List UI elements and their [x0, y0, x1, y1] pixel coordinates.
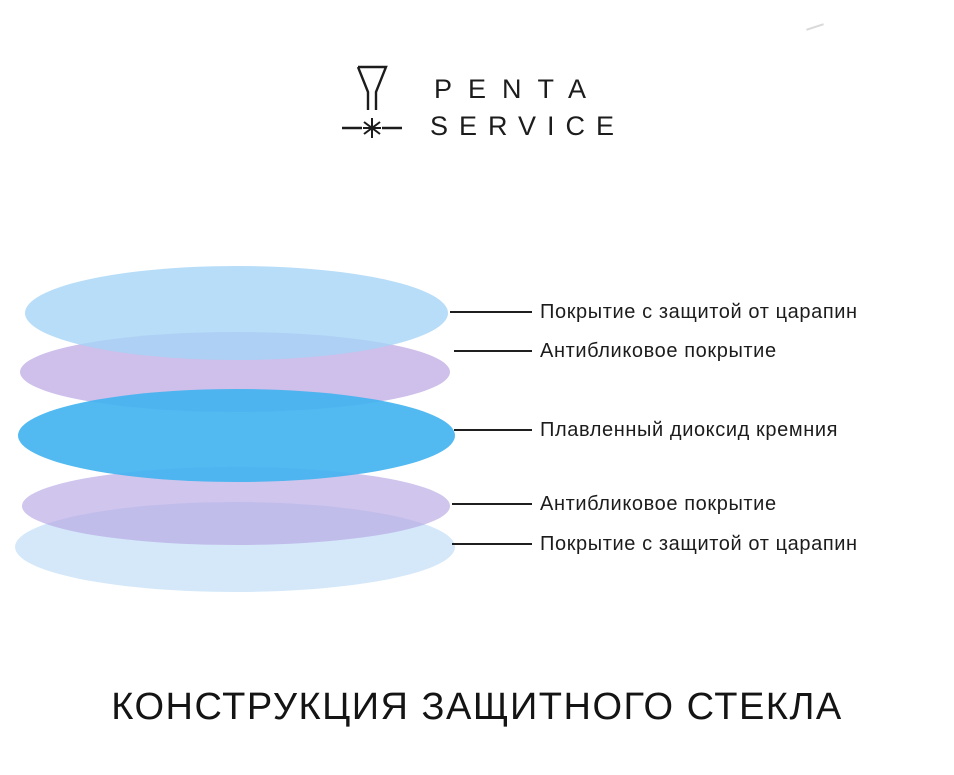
- stray-mark: [806, 23, 824, 31]
- layer-ellipse-fused-silica: [18, 389, 455, 482]
- layer-label-antiglare-bottom: Антибликовое покрытие: [540, 493, 777, 515]
- logo-name-line1: PENTA: [434, 73, 603, 104]
- laser-engraver-icon: [340, 62, 404, 153]
- callout-line-5: [452, 543, 532, 545]
- callout-line-4: [452, 503, 532, 505]
- logo: PENTA SERVICE: [340, 62, 625, 153]
- layer-label-scratch-coating-bottom: Покрытие с защитой от царапин: [540, 533, 858, 555]
- logo-name-line2: SERVICE: [430, 110, 626, 141]
- callout-line-3: [454, 429, 532, 431]
- callout-line-1: [450, 311, 532, 313]
- layer-label-scratch-coating-top: Покрытие с защитой от царапин: [540, 301, 858, 323]
- layer-label-antiglare-top: Антибликовое покрытие: [540, 340, 777, 362]
- layer-label-fused-silica: Плавленный диоксид кремния: [540, 419, 839, 441]
- callout-line-2: [454, 350, 532, 352]
- layer-ellipse-scratch-coating-top: [25, 266, 448, 360]
- page-title: КОНСТРУКЦИЯ ЗАЩИТНОГО СТЕКЛА: [111, 686, 843, 728]
- logo-text: PENTA SERVICE: [430, 74, 625, 142]
